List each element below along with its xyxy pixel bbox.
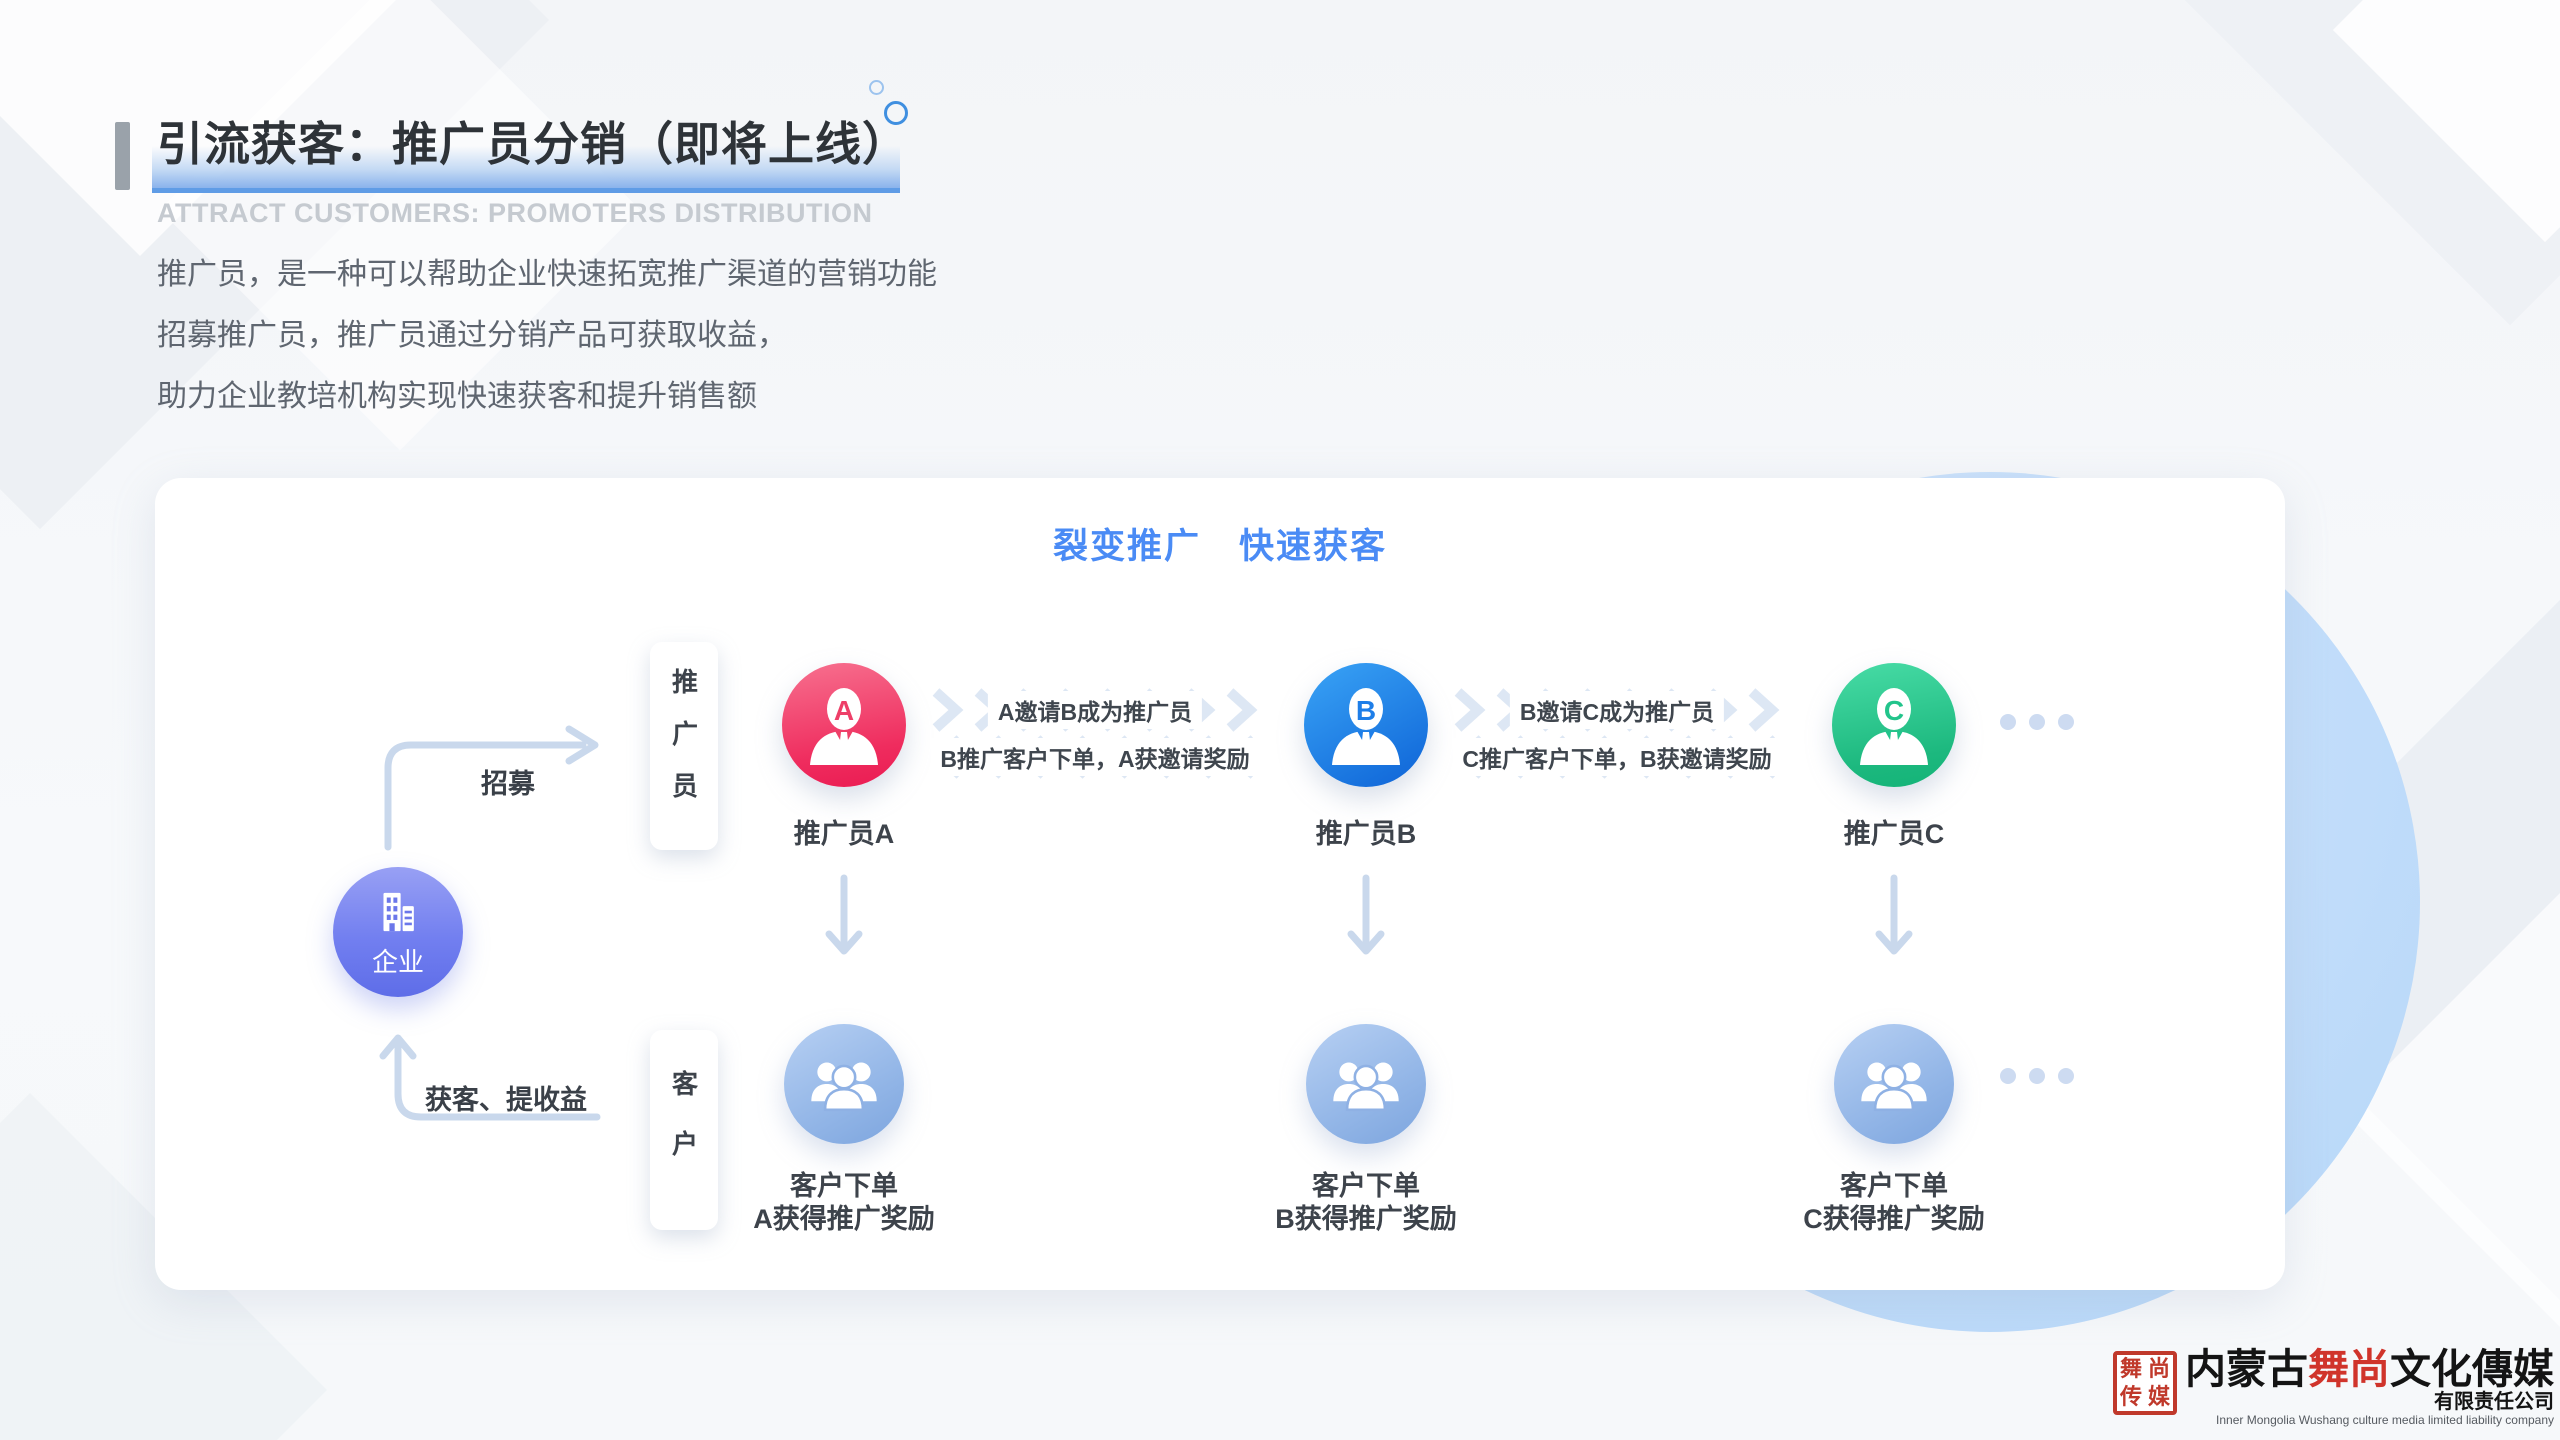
customer-reward-text: A获得推广奖励 xyxy=(753,1204,935,1234)
logo-company-type: 有限责任公司 xyxy=(2434,1391,2554,1413)
seal-char: 尚 xyxy=(2147,1356,2170,1381)
diagram-card: 裂变推广快速获客 招募 获客、提收益 xyxy=(155,478,2285,1290)
logo-name-suffix: 文化傳媒 xyxy=(2390,1346,2554,1392)
page-title: 引流获客：推广员分销（即将上线） xyxy=(157,118,909,170)
title-accent-bar xyxy=(115,122,130,190)
seal-char: 媒 xyxy=(2147,1384,2170,1409)
svg-text:B: B xyxy=(1356,695,1376,726)
recruit-arrow xyxy=(384,741,587,851)
background-diamond-decor xyxy=(2184,0,2560,326)
diagram-title-left: 裂变推广 xyxy=(1052,527,1201,566)
role-box-promoter: 推广员 xyxy=(650,642,718,850)
svg-text:A: A xyxy=(834,695,854,726)
company-label: 企业 xyxy=(371,946,424,977)
customer-order-text: 客户下单 xyxy=(1840,1171,1948,1201)
customer-c-label: 客户下单 C获得推广奖励 xyxy=(1744,1170,2044,1236)
intro-paragraph: 推广员，是一种可以帮助企业快速拓宽推广渠道的营销功能 招募推广员，推广员通过分销… xyxy=(157,244,1557,427)
recruit-arrowhead xyxy=(565,725,599,765)
diagram-title: 裂变推广快速获客 xyxy=(155,518,2285,569)
circle-decor-icon xyxy=(869,80,884,95)
customer-order-text: 客户下单 xyxy=(790,1171,898,1201)
logo-name-brand: 舞尚 xyxy=(2308,1346,2390,1392)
promoter-b-label: 推广员B xyxy=(1315,819,1417,849)
logo-company-name-english: Inner Mongolia Wushang culture media lim… xyxy=(2216,1413,2554,1427)
recruit-label: 招募 xyxy=(481,769,535,799)
customer-group-b xyxy=(1306,1024,1426,1144)
building-icon xyxy=(383,892,414,931)
flow-band-c-back-to-b: C推广客户下单，B获邀请奖励 xyxy=(1452,735,1782,779)
intro-line-3: 助力企业教培机构实现快速获客和提升销售额 xyxy=(157,380,757,413)
flow-forward-text: B邀请C成为推广员 xyxy=(1509,691,1725,729)
flow-arrows xyxy=(379,725,1913,1121)
down-arrowhead-c xyxy=(1875,930,1913,955)
flow-band-b-to-c: B邀请C成为推广员 xyxy=(1452,688,1782,732)
customer-order-text: 客户下单 xyxy=(1312,1171,1420,1201)
flow-forward-text: A邀请B成为推广员 xyxy=(987,691,1203,729)
customer-group-c xyxy=(1834,1024,1954,1144)
people-group-icon xyxy=(1861,1062,1927,1112)
return-arrowhead xyxy=(379,1034,417,1060)
diagram-title-right: 快速获客 xyxy=(1239,527,1388,566)
seal-char: 舞 xyxy=(2119,1356,2142,1381)
svg-text:C: C xyxy=(1884,695,1904,726)
more-customers-ellipsis-icon xyxy=(2000,1068,2074,1084)
down-arrowhead-a xyxy=(825,930,863,955)
title-highlight-band xyxy=(152,146,900,193)
people-group-icon xyxy=(1333,1062,1399,1112)
customer-b-label: 客户下单 B获得推广奖励 xyxy=(1216,1170,1516,1236)
promoter-c-avatar: C xyxy=(1832,663,1956,787)
logo-name-prefix: 内蒙古 xyxy=(2185,1346,2308,1392)
return-label: 获客、提收益 xyxy=(425,1085,587,1115)
company-node: 企业 xyxy=(333,867,463,997)
intro-line-1: 推广员，是一种可以帮助企业快速拓宽推广渠道的营销功能 xyxy=(157,258,937,291)
return-arrow xyxy=(394,1040,601,1121)
promoter-a-label: 推广员A xyxy=(793,819,895,849)
customer-reward-text: B获得推广奖励 xyxy=(1275,1204,1457,1234)
down-arrowhead-b xyxy=(1347,930,1385,955)
customer-group-a xyxy=(784,1024,904,1144)
flow-band-b-back-to-a: B推广客户下单，A获邀请奖励 xyxy=(930,735,1260,779)
logo-company-name: 内蒙古舞尚文化傳媒 xyxy=(2185,1347,2554,1391)
people-group-icon xyxy=(811,1062,877,1112)
person-icon: C xyxy=(1860,688,1928,765)
logo-seal-icon: 舞 尚 传 媒 xyxy=(2113,1351,2177,1415)
role-box-customer: 客户 xyxy=(650,1030,718,1230)
person-icon: A xyxy=(810,688,878,765)
flow-backward-text: C推广客户下单，B获邀请奖励 xyxy=(1452,738,1782,776)
flow-band-a-to-b: A邀请B成为推广员 xyxy=(930,688,1260,732)
seal-char: 传 xyxy=(2119,1384,2142,1409)
circle-decor-icon xyxy=(884,101,908,125)
person-icon: B xyxy=(1332,688,1400,765)
page-subtitle: ATTRACT CUSTOMERS: PROMOTERS DISTRIBUTIO… xyxy=(157,198,873,228)
promoter-c-label: 推广员C xyxy=(1843,819,1945,849)
company-logo: 舞 尚 传 媒 内蒙古舞尚文化傳媒 有限责任公司 Inner Mongolia … xyxy=(2113,1347,2554,1428)
more-promoters-ellipsis-icon xyxy=(2000,714,2074,730)
intro-line-2: 招募推广员，推广员通过分销产品可获取收益， xyxy=(157,319,787,352)
customer-reward-text: C获得推广奖励 xyxy=(1803,1204,1985,1234)
promoter-b-avatar: B xyxy=(1304,663,1428,787)
flow-backward-text: B推广客户下单，A获邀请奖励 xyxy=(930,738,1260,776)
promoter-a-avatar: A xyxy=(782,663,906,787)
customer-a-label: 客户下单 A获得推广奖励 xyxy=(694,1170,994,1236)
background-diamond-decor xyxy=(2332,0,2560,243)
